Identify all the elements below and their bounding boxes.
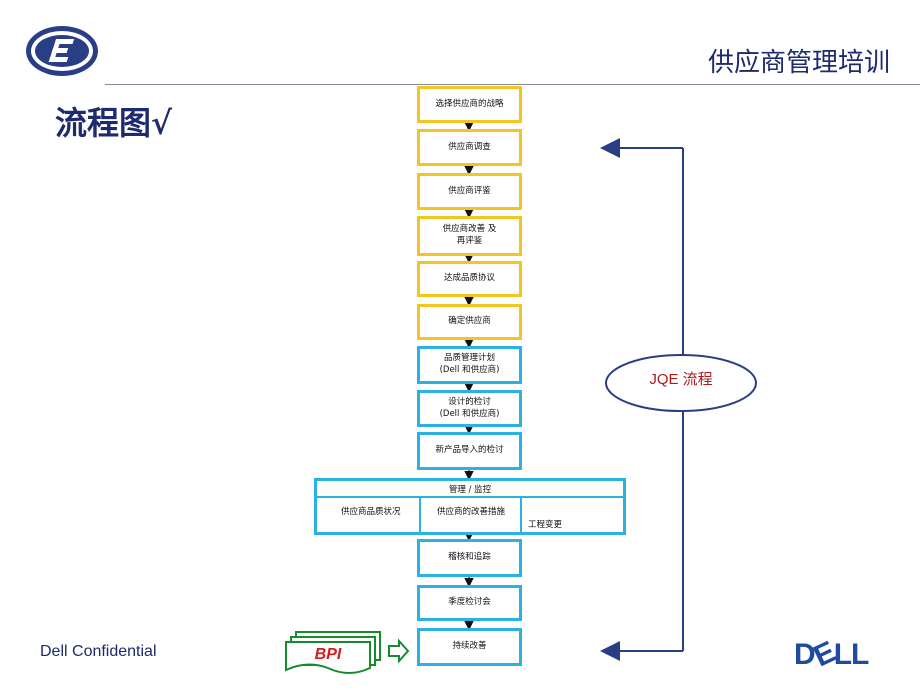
header-divider (105, 84, 920, 85)
management-monitoring-box: 管理 / 监控 供应商品质状况 供应商的改善措施 工程变更 (314, 478, 626, 535)
step-quarterly-review: 季度检讨会 (417, 585, 522, 621)
step-improve-reevaluate: 供应商改善 及再评鉴 (417, 216, 522, 256)
step-design-review: 设计的检讨(Dell 和供应商) (417, 390, 522, 427)
step-quality-agreement: 达成品质协议 (417, 261, 522, 297)
step-select-strategy: 选择供应商的战略 (417, 86, 522, 123)
management-cell-quality-status: 供应商品质状况 (341, 507, 401, 517)
jqe-loop-ellipse (605, 354, 757, 412)
section-title: 流程图√ (55, 104, 173, 142)
management-column-divider (520, 498, 522, 535)
bpi-label: BPI (314, 646, 342, 663)
step-supplier-survey: 供应商调查 (417, 129, 522, 166)
management-cell-engineering-change: 工程变更 (528, 520, 563, 530)
management-column-divider (419, 498, 421, 535)
step-continuous-improvement: 持续改善 (417, 628, 522, 666)
step-quality-plan: 品质管理计划(Dell 和供应商) (417, 346, 522, 384)
jqe-loop-label: JQE 流程 (649, 371, 713, 388)
footer-confidential: Dell Confidential (40, 643, 157, 660)
management-title: 管理 / 监控 (448, 485, 492, 495)
company-logo (26, 26, 98, 76)
step-supplier-evaluation: 供应商评鉴 (417, 173, 522, 210)
dell-logo: DELL (794, 635, 869, 674)
bpi-arrow-icon (388, 638, 410, 664)
step-confirm-supplier: 确定供应商 (417, 304, 522, 340)
bpi-documents-icon (285, 631, 381, 674)
step-audit-tracking: 稽核和追踪 (417, 539, 522, 577)
management-divider (317, 496, 623, 498)
slide-title: 供应商管理培训 (707, 48, 890, 78)
management-cell-improvement: 供应商的改善措施 (437, 507, 506, 517)
step-npi-review: 新产品导入的检讨 (417, 432, 522, 470)
